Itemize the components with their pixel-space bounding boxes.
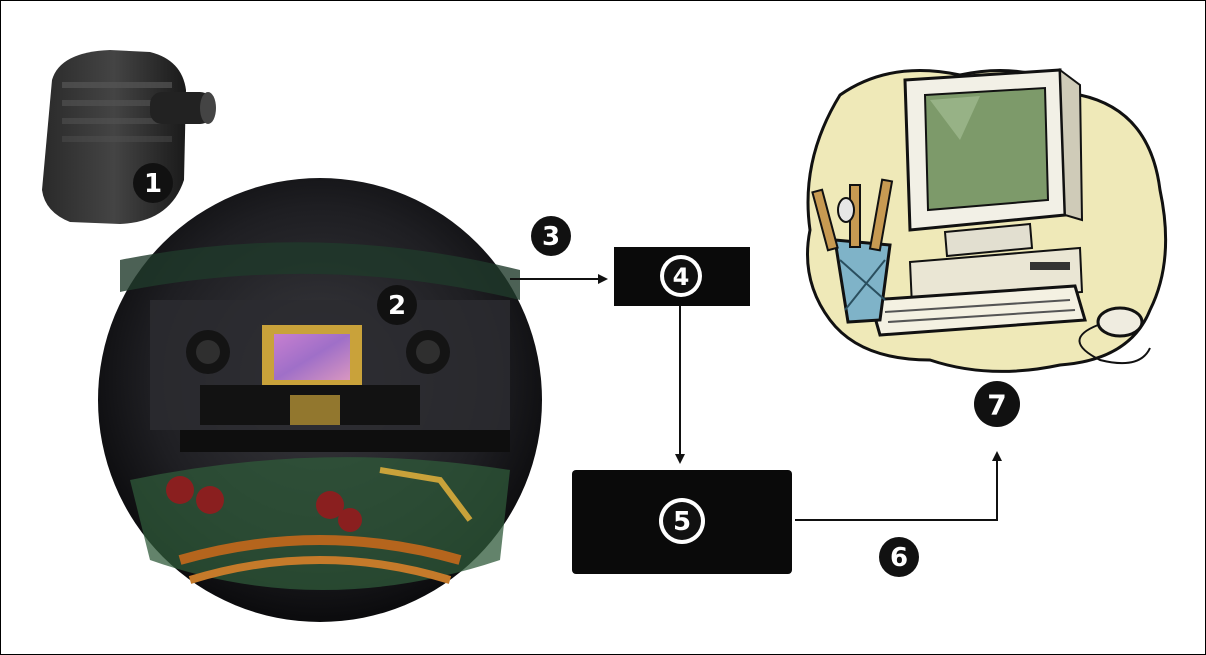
marker-6: 6 [879,537,919,577]
marker-5: 5 [659,498,705,544]
computer-icon [808,70,1166,371]
svg-text:1: 1 [144,169,162,199]
svg-text:2: 2 [388,291,406,321]
svg-text:3: 3 [542,222,560,252]
svg-text:4: 4 [673,263,690,291]
camera-head-icon [42,50,216,224]
sensor-closeup-icon [98,178,542,622]
svg-text:6: 6 [890,543,908,573]
marker-3: 3 [531,216,571,256]
marker-2: 2 [377,285,417,325]
arrow-5-to-7 [795,453,997,520]
marker-4: 4 [660,255,702,297]
svg-text:5: 5 [673,507,691,537]
marker-7: 7 [974,381,1020,427]
svg-text:7: 7 [987,389,1006,422]
marker-1: 1 [133,163,173,203]
